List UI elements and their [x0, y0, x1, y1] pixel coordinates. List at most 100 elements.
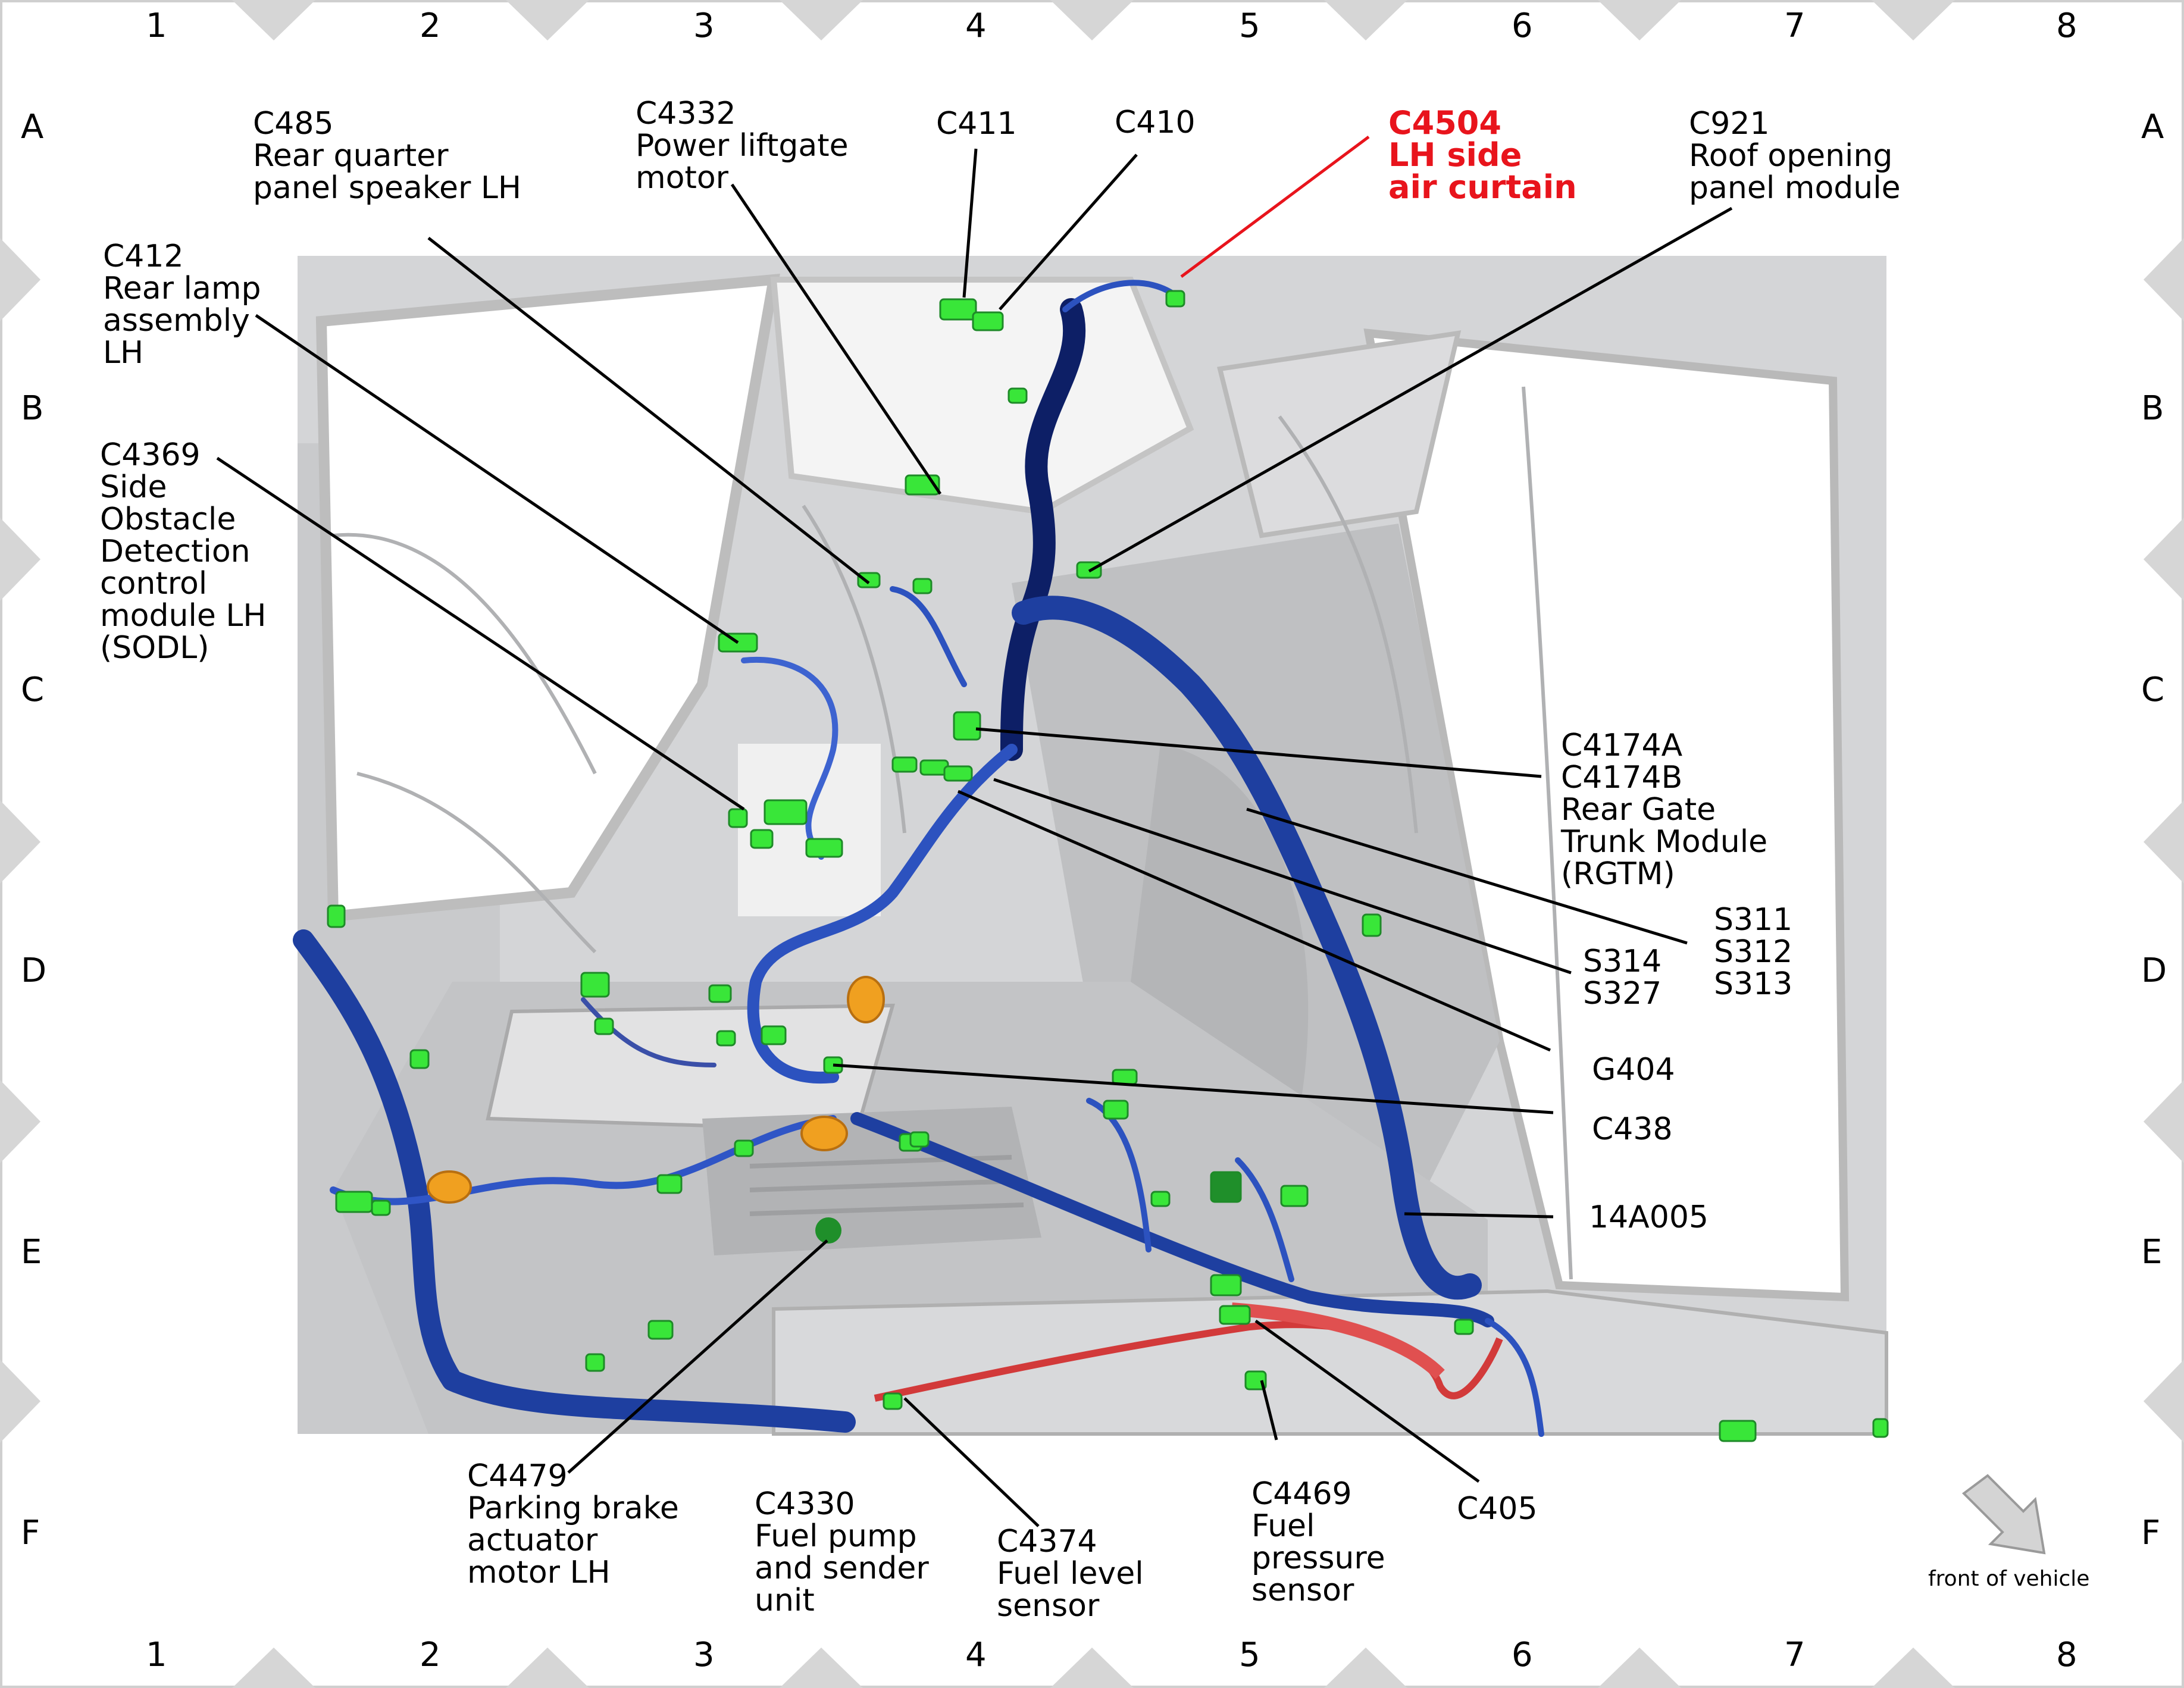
grid-column-bottom: 5 [1239, 1636, 1260, 1674]
callout-line: sensor [1251, 1573, 1354, 1608]
connector-marker [750, 829, 774, 849]
callout-line: motor [636, 160, 729, 196]
callout-line: S312 [1714, 934, 1792, 970]
front-of-vehicle-label: front of vehicle [1928, 1567, 2089, 1591]
connector-marker [912, 578, 933, 594]
grid-column-top: 8 [2056, 7, 2077, 45]
callout-line: S314 [1583, 944, 1662, 979]
connector-marker [1210, 1171, 1242, 1203]
callout-line: sensor [997, 1588, 1100, 1624]
connector-marker [585, 1353, 605, 1372]
callout-line: Parking brake [467, 1490, 679, 1526]
grid-edge-marker [0, 1080, 40, 1163]
callout-leaders [216, 135, 1733, 1527]
callout-line: C412 [103, 239, 184, 274]
grid-column-bottom: 2 [420, 1636, 441, 1674]
connector-marker [1103, 1100, 1129, 1120]
grid-edge-marker [2144, 1080, 2184, 1163]
callout-line: C485 [253, 106, 334, 142]
connector-marker [716, 1030, 736, 1047]
callout-line: C405 [1457, 1491, 1538, 1527]
grid-edge-marker [0, 800, 40, 884]
connector-marker [327, 904, 346, 928]
callout-line: Obstacle [100, 502, 236, 537]
connector-marker [972, 311, 1004, 331]
connector-marker [371, 1200, 391, 1216]
callout-line: S327 [1583, 976, 1662, 1011]
connector-marker [734, 1139, 754, 1157]
grid-edge-marker [0, 518, 40, 601]
callout-line: C4374 [997, 1524, 1097, 1559]
grid-edge-marker [1050, 1648, 1134, 1688]
grid-row-left: E [21, 1233, 42, 1272]
callout-line: C4174B [1561, 760, 1682, 796]
callout-line: Roof opening [1689, 138, 1892, 174]
connector-marker [764, 799, 808, 825]
label-c410: C410 [1115, 105, 1196, 140]
grid-column-top: 2 [420, 7, 441, 45]
connector-marker [1280, 1185, 1309, 1207]
connector-marker [805, 838, 843, 858]
callout-line: Detection [100, 534, 251, 569]
connector-marker [335, 1191, 373, 1213]
harness-grommets [427, 976, 885, 1204]
callout-line: C411 [936, 106, 1017, 142]
callout-line: Power liftgate [636, 128, 849, 164]
grid-column-top: 3 [693, 7, 715, 45]
grid-edge-marker [0, 1360, 40, 1443]
grid-edge-marker [2144, 800, 2184, 884]
grid-edge-marker [232, 0, 315, 40]
grid-column-bottom: 3 [693, 1636, 715, 1674]
callout-line: actuator [467, 1523, 598, 1558]
grid-column-top: 7 [1784, 7, 1806, 45]
connector-marker [857, 572, 881, 588]
callout-line: S311 [1714, 902, 1792, 938]
connector-marker [647, 1320, 674, 1340]
grid-row-right: E [2141, 1233, 2162, 1272]
grid-column-bottom: 8 [2056, 1636, 2077, 1674]
callout-line: C4479 [467, 1458, 568, 1494]
connector-marker [1007, 387, 1028, 404]
connector-markers [327, 290, 1889, 1442]
grid-row-left: B [21, 389, 43, 428]
connector-marker [815, 1217, 841, 1244]
callout-line: (RGTM) [1561, 856, 1675, 892]
connector-marker [1454, 1319, 1474, 1335]
grid-row-right: A [2141, 108, 2164, 146]
callout-line: 14A005 [1589, 1200, 1709, 1235]
callout-line: Rear lamp [103, 271, 261, 306]
grid-edge-marker [506, 0, 589, 40]
callout-line: C4330 [755, 1486, 855, 1522]
grid-column-top: 6 [1512, 7, 1533, 45]
grid-edge-marker [780, 0, 863, 40]
grid-row-right: B [2141, 389, 2164, 428]
connector-marker [1872, 1418, 1889, 1438]
connector-marker [708, 984, 732, 1003]
callout-line: (SODL) [100, 630, 209, 666]
callout-line: assembly [103, 303, 250, 339]
connector-marker [761, 1025, 787, 1045]
callout-line: panel module [1689, 170, 1901, 206]
grid-column-top: 5 [1239, 7, 1260, 45]
connector-marker [1165, 290, 1185, 308]
grid-edge-marker [232, 1648, 315, 1688]
callout-line: pressure [1251, 1540, 1385, 1576]
callout-line: C4174A [1561, 728, 1683, 763]
fuel-line [874, 1302, 1503, 1402]
grid-edge-marker [1872, 0, 1955, 40]
label-14a005: 14A005 [1589, 1200, 1709, 1235]
label-g404: G404 [1592, 1052, 1675, 1088]
grid-column-bottom: 1 [146, 1636, 167, 1674]
